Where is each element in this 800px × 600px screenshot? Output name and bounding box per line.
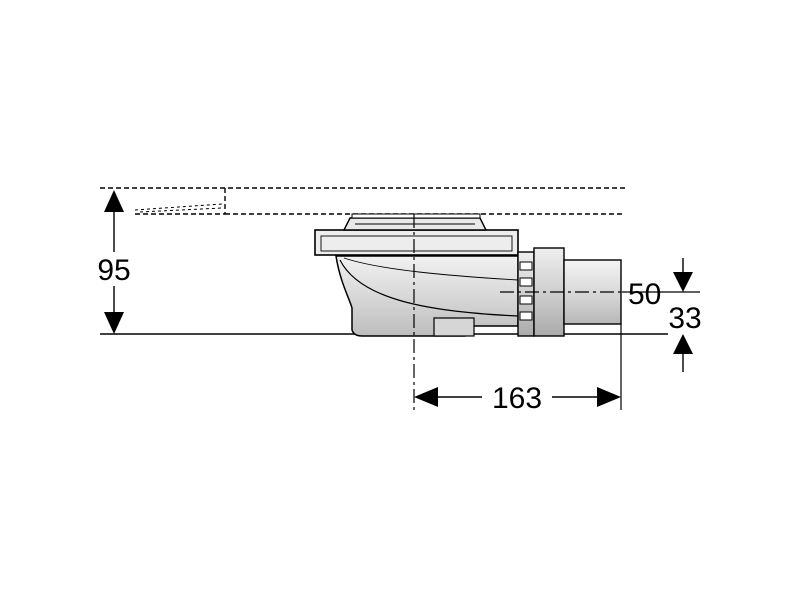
- dimension-label-163: 163: [492, 382, 542, 415]
- dimension-label-95-bg: [92, 252, 136, 286]
- arrow-up-icon: [104, 190, 124, 212]
- arrow-right-icon: [597, 387, 621, 407]
- drain-flange-edge: [320, 235, 513, 252]
- drain-grate-top: [351, 213, 481, 219]
- arrow-up-icon: [673, 334, 693, 354]
- trap-body: [335, 255, 519, 337]
- trap-body-contour: [339, 259, 519, 317]
- dimension-label-95: 95: [97, 254, 130, 287]
- arrow-left-icon: [414, 387, 438, 407]
- trap-body-contour-upper: [343, 257, 519, 281]
- arrow-down-icon: [673, 272, 693, 292]
- arrow-down-icon: [104, 312, 124, 334]
- dimension-label-33: 33: [668, 302, 701, 335]
- dimension-label-163-bg: [482, 378, 552, 414]
- outlet-coupling-teeth: [519, 261, 533, 321]
- centre-lines: [413, 214, 622, 410]
- trap-base-cap: [433, 317, 475, 337]
- floor-covering-slope: [134, 203, 223, 213]
- dimension-label-50: 50: [628, 278, 661, 311]
